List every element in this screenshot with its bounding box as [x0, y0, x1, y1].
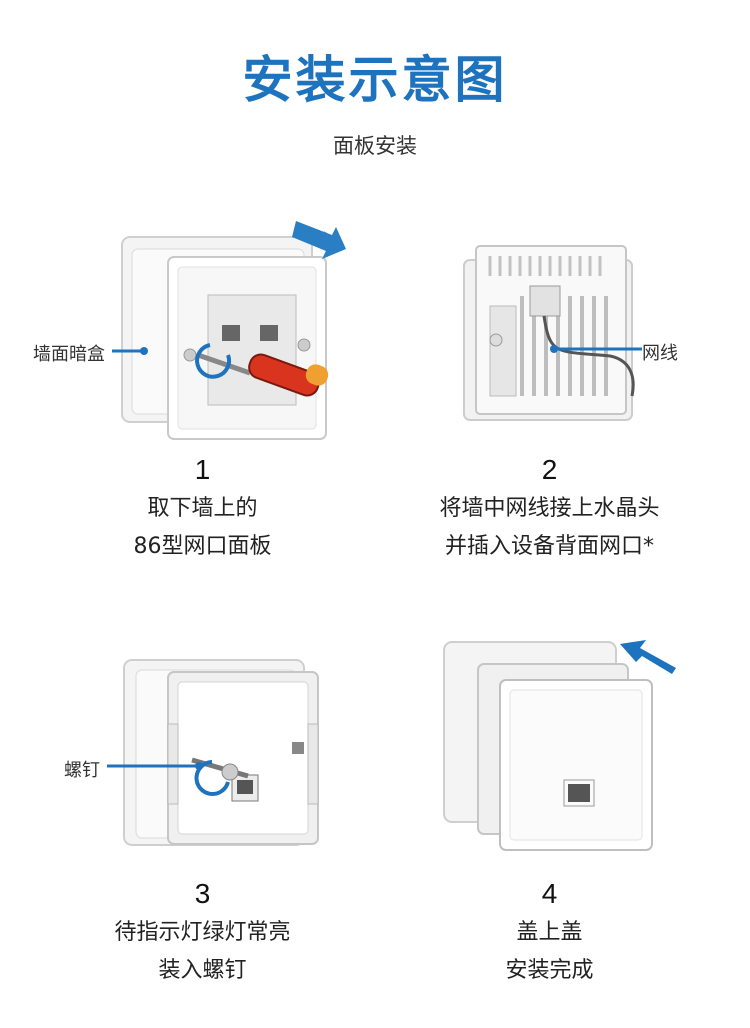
wall-box-callout: 墙面暗盒 [33, 344, 105, 365]
step-4-number: 4 [541, 878, 558, 909]
step-1-line-1: 取下墙上的 [147, 496, 258, 521]
step-2-caption: 2 将墙中网线接上水晶头 并插入设备背面网口* [362, 450, 737, 566]
step-4-line-1: 盖上盖 [516, 920, 583, 945]
step-1-number: 1 [194, 454, 211, 485]
step-4-illustration [443, 640, 676, 851]
wall-box-leader-line [112, 347, 148, 355]
screw-leader-line [107, 762, 203, 770]
step-4-line-2: 安装完成 [505, 958, 594, 983]
step-1-line-2: 86型网口面板 [133, 534, 272, 559]
step-4-caption: 4 盖上盖 安装完成 [362, 874, 737, 990]
step-3-line-2: 装入螺钉 [158, 958, 247, 983]
step-1-illustration [121, 221, 346, 440]
step-2-line-2: 并插入设备背面网口* [444, 534, 654, 559]
page-title: 安装示意图 [242, 51, 508, 109]
page-subtitle: 面板安装 [333, 134, 417, 158]
cable-leader-line [550, 345, 642, 353]
step-2-line-1: 将墙中网线接上水晶头 [439, 496, 660, 521]
step-2-illustration [463, 245, 635, 421]
step-3-caption: 3 待指示灯绿灯常亮 装入螺钉 [15, 874, 390, 990]
step-3-illustration [123, 659, 319, 846]
step-1-caption: 1 取下墙上的 86型网口面板 [15, 450, 390, 566]
screw-callout: 螺钉 [64, 760, 100, 781]
step-2-number: 2 [541, 454, 558, 485]
step-3-number: 3 [194, 878, 211, 909]
step-3-line-1: 待指示灯绿灯常亮 [114, 920, 291, 945]
cable-callout: 网线 [642, 343, 678, 364]
